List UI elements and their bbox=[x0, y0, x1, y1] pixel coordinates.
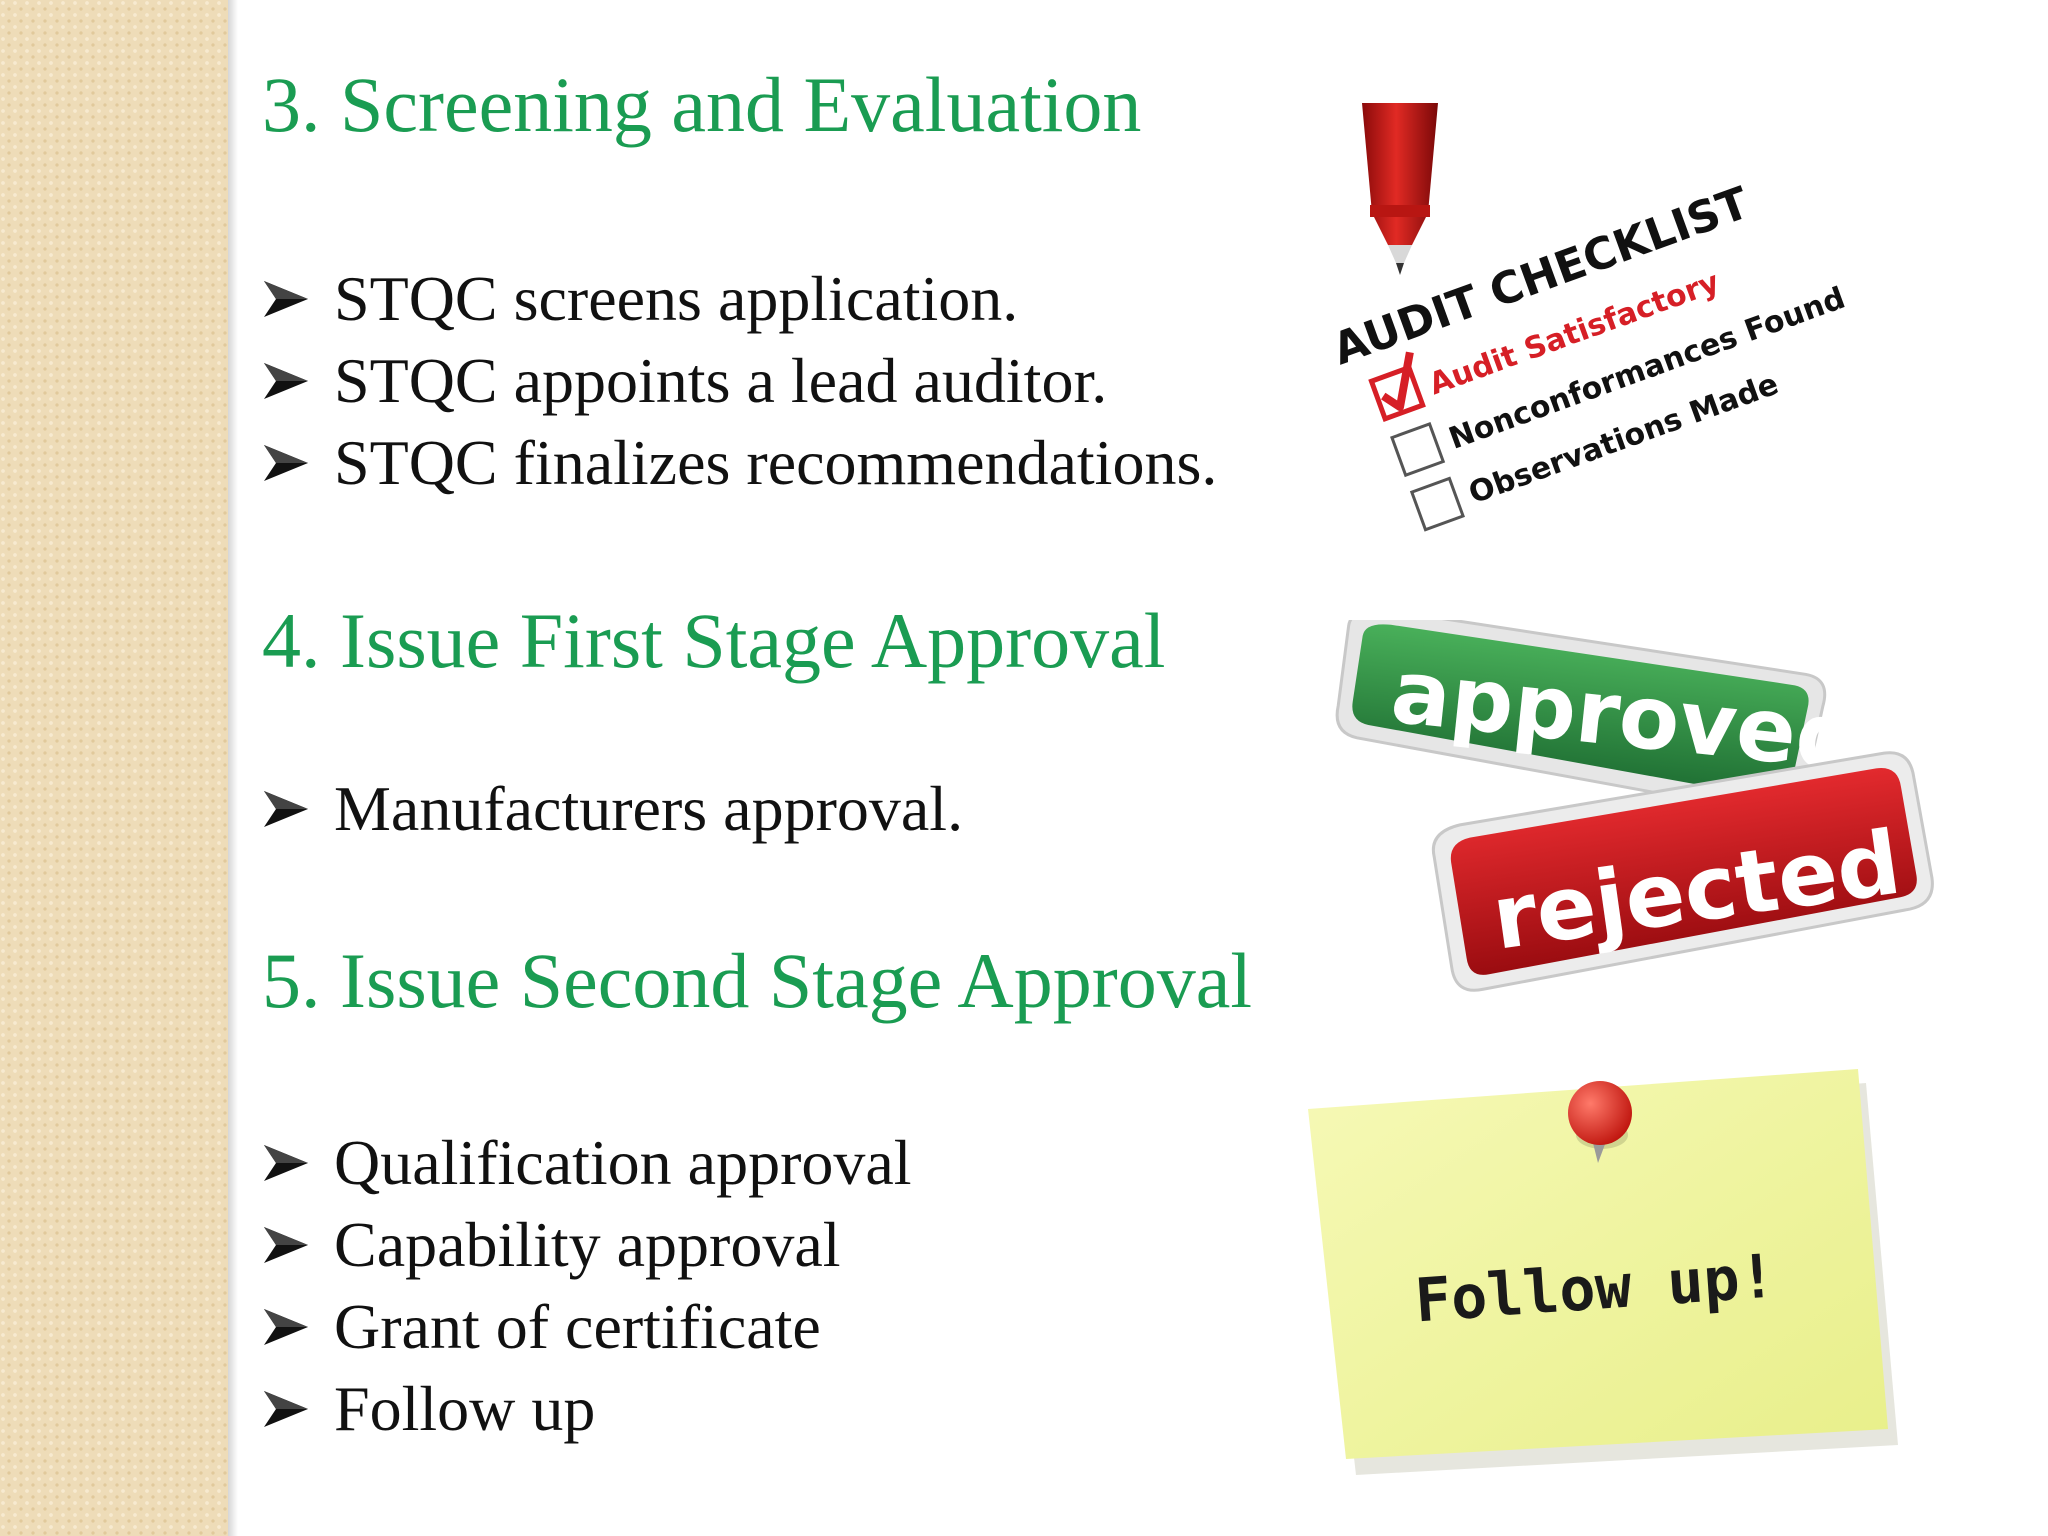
second-stage-bullet-list: Qualification approval Capability approv… bbox=[262, 1122, 912, 1450]
list-item: Capability approval bbox=[262, 1204, 912, 1286]
approved-rejected-stickers-image: approved rejected bbox=[1335, 620, 1934, 992]
list-item: Grant of certificate bbox=[262, 1286, 912, 1368]
arrowhead-bullet-icon bbox=[262, 359, 310, 403]
follow-up-note-image: Follow up! bbox=[1308, 1069, 1898, 1475]
list-item: STQC screens application. bbox=[262, 258, 1217, 340]
bullet-text: STQC appoints a lead auditor. bbox=[334, 345, 1108, 416]
rejected-sticker: rejected bbox=[1431, 751, 1934, 992]
arrowhead-bullet-icon bbox=[262, 1305, 310, 1349]
list-item: Qualification approval bbox=[262, 1122, 912, 1204]
arrowhead-bullet-icon bbox=[262, 1141, 310, 1185]
bullet-text: Follow up bbox=[334, 1373, 596, 1444]
checkmark-icon bbox=[1381, 351, 1414, 412]
arrowhead-bullet-icon bbox=[262, 787, 310, 831]
screening-bullet-list: STQC screens application. STQC appoints … bbox=[262, 258, 1217, 504]
arrowhead-bullet-icon bbox=[262, 1387, 310, 1431]
decorative-side-band bbox=[0, 0, 228, 1536]
checkbox-icon bbox=[1409, 476, 1465, 532]
list-item: STQC finalizes recommendations. bbox=[262, 422, 1217, 504]
bullet-text: STQC finalizes recommendations. bbox=[334, 427, 1218, 498]
section-heading-screening: 3. Screening and Evaluation bbox=[262, 61, 1142, 148]
bullet-text: Manufacturers approval. bbox=[334, 773, 964, 844]
checkbox-icon bbox=[1390, 422, 1446, 478]
checkbox-icon bbox=[1368, 364, 1426, 423]
bullet-text: Grant of certificate bbox=[334, 1291, 821, 1362]
arrowhead-bullet-icon bbox=[262, 277, 310, 321]
first-stage-bullet-list: Manufacturers approval. bbox=[262, 768, 963, 850]
arrowhead-bullet-icon bbox=[262, 1223, 310, 1267]
push-pin-icon bbox=[1568, 1081, 1632, 1163]
section-heading-first-stage: 4. Issue First Stage Approval bbox=[262, 597, 1166, 684]
bullet-text: STQC screens application. bbox=[334, 263, 1019, 334]
arrowhead-bullet-icon bbox=[262, 441, 310, 485]
list-item: STQC appoints a lead auditor. bbox=[262, 340, 1217, 422]
list-item: Follow up bbox=[262, 1368, 912, 1450]
red-pen-icon bbox=[1362, 103, 1438, 275]
section-heading-second-stage: 5. Issue Second Stage Approval bbox=[262, 937, 1253, 1024]
bullet-text: Qualification approval bbox=[334, 1127, 912, 1198]
audit-checklist-image: AUDIT CHECKLIST Audit Satisfactory Nonco… bbox=[1326, 103, 1850, 532]
bullet-text: Capability approval bbox=[334, 1209, 841, 1280]
side-band-shadow bbox=[228, 0, 238, 1536]
sticky-note bbox=[1308, 1069, 1888, 1459]
list-item: Manufacturers approval. bbox=[262, 768, 963, 850]
